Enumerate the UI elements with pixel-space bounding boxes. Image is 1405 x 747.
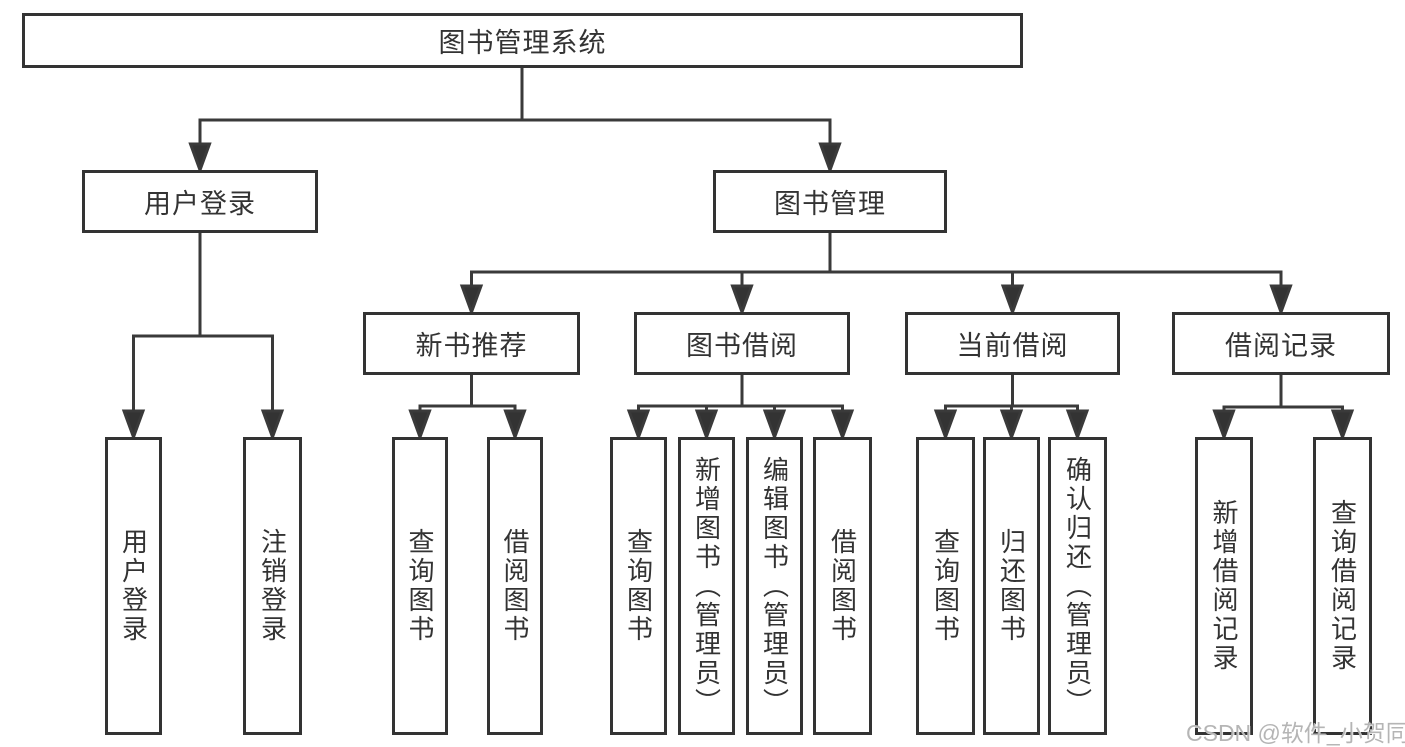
node-new-book-recommend: 新书推荐 bbox=[363, 312, 580, 375]
arrowhead-icon bbox=[1269, 284, 1293, 317]
arrowhead-icon bbox=[830, 409, 855, 442]
node-leaf-edit-books-admin: 编辑图书（管理员） bbox=[746, 437, 803, 735]
arrowhead-icon bbox=[188, 142, 212, 175]
arrowhead-icon bbox=[1000, 284, 1025, 317]
node-leaf-confirm-return-admin: 确认归还（管理员） bbox=[1048, 437, 1107, 735]
node-book-borrowing: 图书借阅 bbox=[634, 312, 850, 375]
node-leaf-query-borrow-record: 查询借阅记录 bbox=[1313, 437, 1372, 735]
node-leaf-query-books-recommend: 查询图书 bbox=[392, 437, 448, 735]
node-leaf-user-login: 用户登录 bbox=[105, 437, 162, 735]
edge-user-login-to-children bbox=[121, 231, 285, 442]
arrowhead-icon bbox=[694, 409, 719, 442]
node-leaf-query-books-current: 查询图书 bbox=[916, 437, 975, 735]
node-leaf-borrow-books: 借阅图书 bbox=[813, 437, 872, 735]
node-leaf-query-books-borrowing: 查询图书 bbox=[610, 437, 667, 735]
node-leaf-borrow-books-recommend: 借阅图书 bbox=[487, 437, 543, 735]
node-user-login-group: 用户登录 bbox=[82, 170, 318, 233]
arrowhead-icon bbox=[762, 409, 787, 442]
node-book-management: 图书管理 bbox=[713, 170, 947, 233]
node-leaf-return-books: 归还图书 bbox=[983, 437, 1040, 735]
edge-root-to-children bbox=[188, 66, 842, 175]
node-leaf-add-borrow-record: 新增借阅记录 bbox=[1195, 437, 1253, 735]
edge-current-borrowing-to-children bbox=[933, 373, 1090, 442]
csdn-watermark: CSDN @软件_小贺同学 bbox=[1186, 720, 1405, 746]
edge-borrow-records-to-children bbox=[1212, 373, 1355, 442]
node-borrow-records: 借阅记录 bbox=[1172, 312, 1390, 375]
node-leaf-add-books-admin: 新增图书（管理员） bbox=[678, 437, 735, 735]
arrowhead-icon bbox=[1212, 409, 1236, 442]
arrowhead-icon bbox=[626, 409, 651, 442]
arrowhead-icon bbox=[730, 284, 754, 317]
arrowhead-icon bbox=[121, 409, 146, 442]
arrowhead-icon bbox=[1065, 409, 1090, 442]
edge-book-management-to-children bbox=[459, 231, 1293, 317]
node-library-management-system: 图书管理系统 bbox=[22, 13, 1023, 68]
node-current-borrowing: 当前借阅 bbox=[905, 312, 1120, 375]
arrowhead-icon bbox=[408, 409, 432, 442]
arrowhead-icon bbox=[818, 142, 842, 175]
node-leaf-logout: 注销登录 bbox=[243, 437, 302, 735]
arrowhead-icon bbox=[999, 409, 1024, 442]
edge-book-borrowing-to-children bbox=[626, 373, 855, 442]
arrowhead-icon bbox=[933, 409, 958, 442]
arrowhead-icon bbox=[503, 409, 527, 442]
arrowhead-icon bbox=[260, 409, 285, 442]
arrowhead-icon bbox=[1330, 409, 1355, 442]
arrowhead-icon bbox=[459, 284, 484, 317]
edge-new-book-recommend-to-children bbox=[408, 373, 527, 442]
